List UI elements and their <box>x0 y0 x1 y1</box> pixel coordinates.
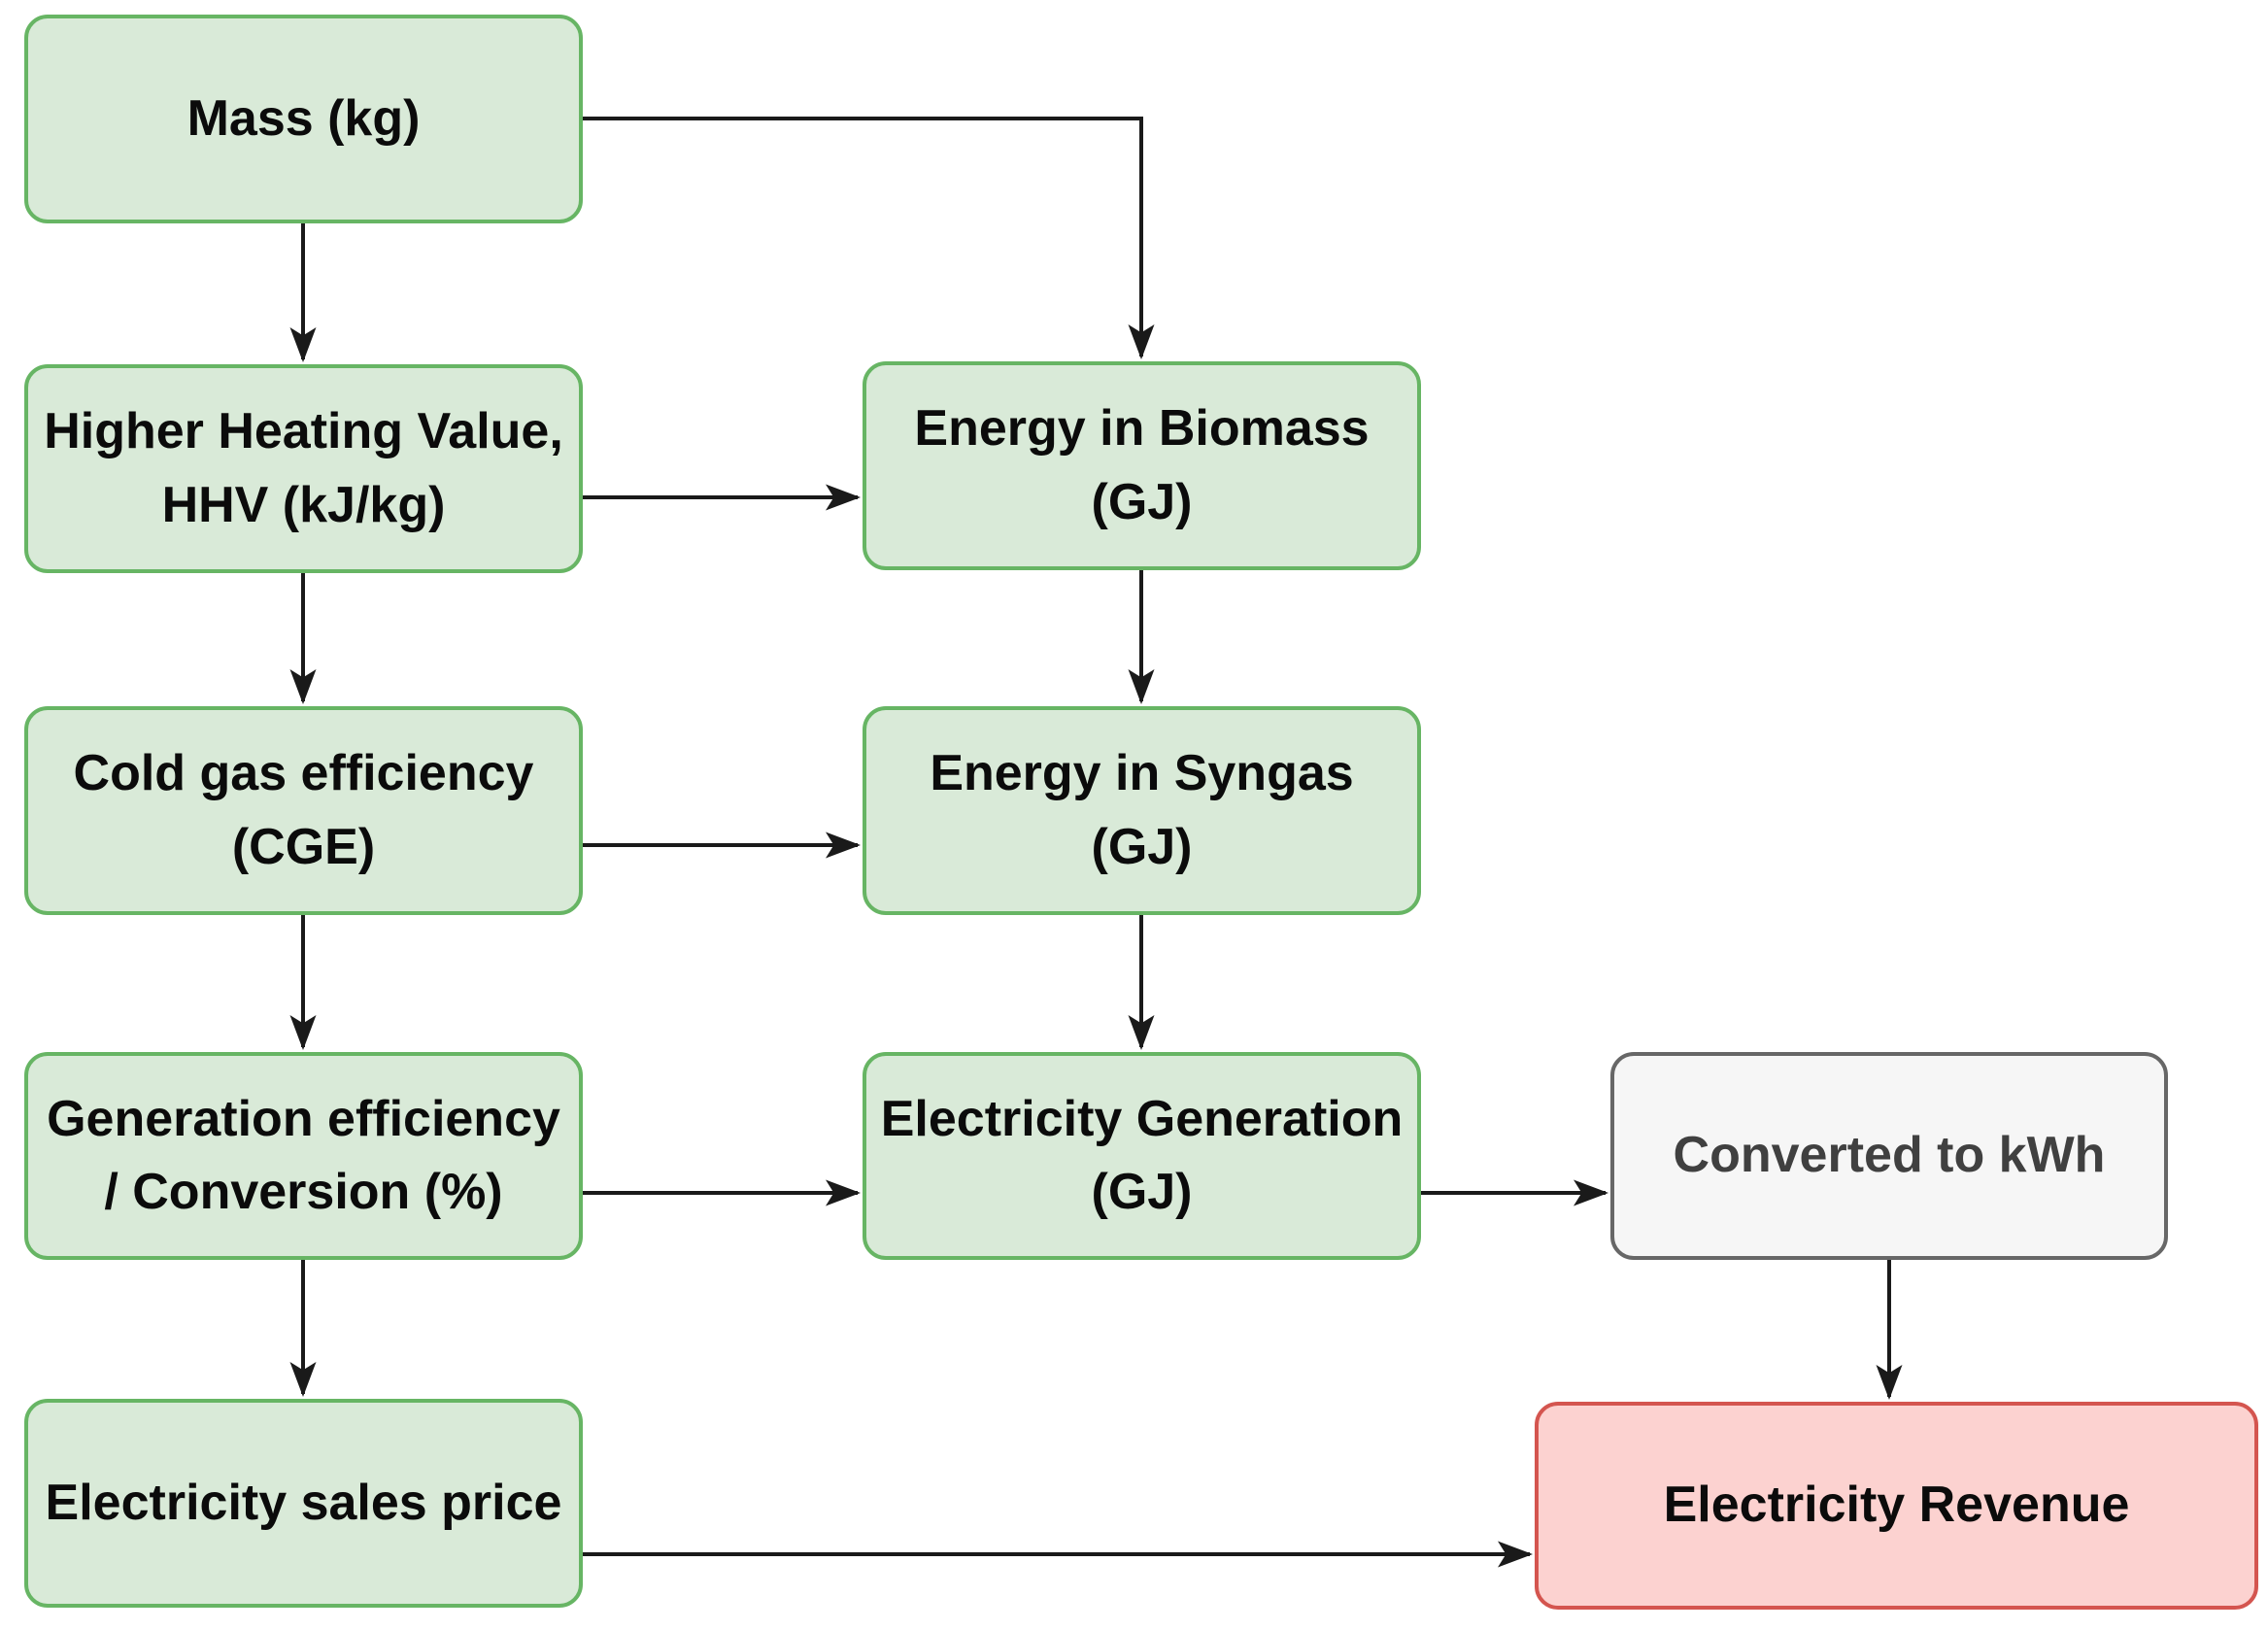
node-elecgen: Electricity Generation (GJ) <box>863 1052 1421 1260</box>
node-revenue-label: Electricity Revenue <box>1663 1477 2130 1534</box>
node-elecgen-label: Electricity Generation (GJ) <box>880 1090 1404 1220</box>
node-biomass: Energy in Biomass (GJ) <box>863 361 1421 570</box>
node-syngas-label: Energy in Syngas (GJ) <box>930 745 1354 875</box>
node-biomass-label: Energy in Biomass (GJ) <box>914 400 1370 530</box>
node-salesprice: Electricity sales price <box>24 1399 583 1608</box>
node-geneff: Generation efficiency / Conversion (%) <box>24 1052 583 1260</box>
node-geneff-label: Generation efficiency / Conversion (%) <box>47 1090 560 1220</box>
node-mass-label: Mass (kg) <box>186 89 421 147</box>
node-hhv-label: Higher Heating Value, HHV (kJ/kg) <box>44 403 563 533</box>
node-converted: Converted to kWh <box>1610 1052 2168 1260</box>
edge-mass-to-biomass <box>583 117 1155 359</box>
node-revenue: Electricity Revenue <box>1535 1402 2258 1610</box>
node-cge: Cold gas efficiency (CGE) <box>24 706 583 915</box>
node-syngas: Energy in Syngas (GJ) <box>863 706 1421 915</box>
node-hhv: Higher Heating Value, HHV (kJ/kg) <box>24 364 583 573</box>
node-cge-label: Cold gas efficiency (CGE) <box>73 745 534 875</box>
node-mass: Mass (kg) <box>24 15 583 223</box>
node-salesprice-label: Electricity sales price <box>45 1474 562 1531</box>
node-converted-label: Converted to kWh <box>1673 1127 2106 1184</box>
